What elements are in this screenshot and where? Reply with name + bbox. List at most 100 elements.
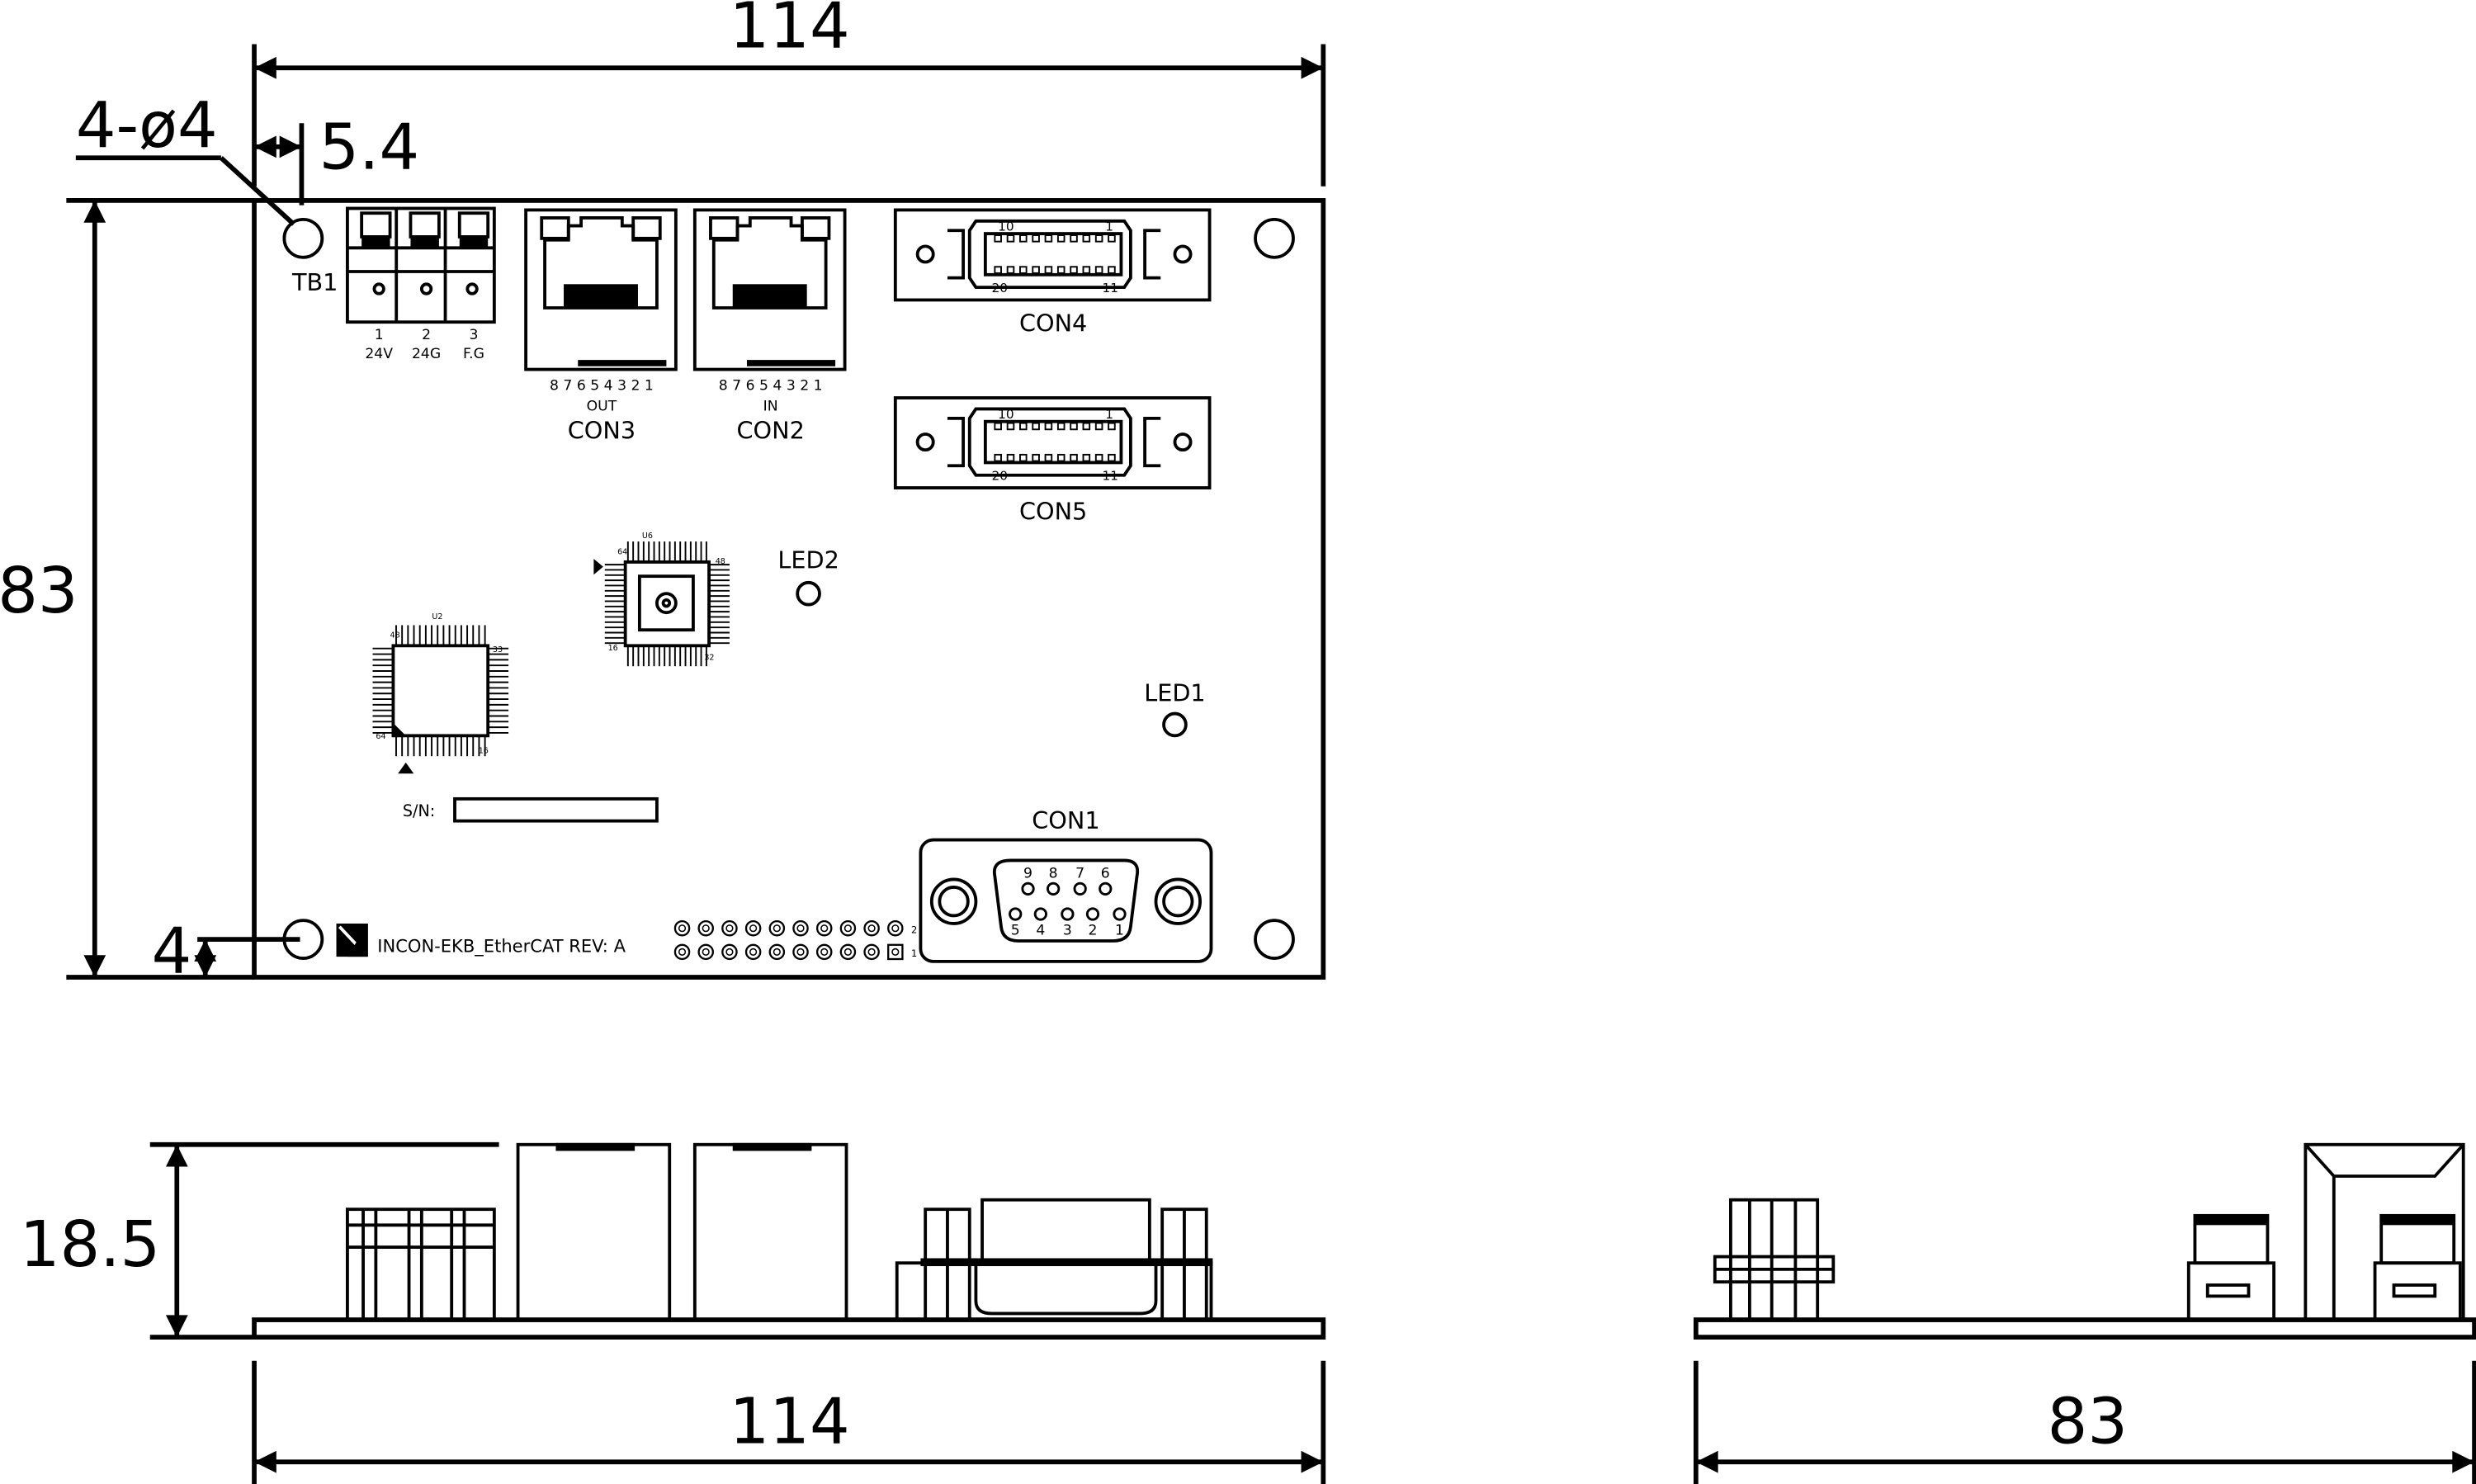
db9-pin-8: 8 — [1049, 865, 1058, 881]
led2-label: LED2 — [777, 546, 839, 574]
connector-pin — [1032, 453, 1040, 462]
header-pin-hole — [702, 948, 710, 956]
connector-pin — [1006, 422, 1015, 431]
db9-pin — [1073, 881, 1087, 896]
connector-pin — [1056, 422, 1066, 431]
u6-pin-64: 64 — [617, 547, 627, 556]
connector-pin — [1108, 422, 1116, 431]
u6-pin-32: 32 — [704, 654, 714, 663]
con5-pin-11: 11 — [1102, 468, 1118, 483]
header-pin-hole — [891, 924, 900, 933]
connector-pin — [1044, 234, 1053, 243]
header-pin-hole — [867, 924, 876, 933]
tb1-pin-name-fg: F.G — [463, 346, 484, 362]
led1: LED1 — [1144, 678, 1206, 738]
connector-con3-rj45: 8 7 6 5 4 3 2 1 OUT CON3 — [524, 208, 678, 445]
mounting-hole — [1254, 217, 1295, 259]
dimension-front-width-text: 114 — [730, 1385, 850, 1458]
header-pin — [697, 943, 714, 961]
connector-pin — [1019, 234, 1028, 243]
connector-pin — [1094, 422, 1103, 431]
u2-pin-48: 48 — [390, 631, 400, 640]
connector-pin — [1032, 266, 1040, 274]
header-pin-2: 2 — [911, 924, 917, 935]
connector-pin — [1019, 422, 1028, 431]
connector-pin — [1019, 266, 1028, 274]
db9-pin-1: 1 — [1115, 922, 1124, 938]
connector-pin — [1094, 453, 1103, 462]
tb1-pin-name-24g: 24G — [412, 346, 441, 362]
db9-pin-2: 2 — [1089, 922, 1098, 938]
header-pin-hole — [749, 924, 758, 933]
dimension-holes-text: 4-ø4 — [76, 89, 218, 163]
header-pin-hole — [843, 948, 853, 956]
board-outline — [252, 198, 1326, 980]
connector-pin — [1056, 234, 1066, 243]
header-pin — [697, 919, 714, 937]
dimension-front-width: 114 — [252, 1360, 1326, 1484]
header-pin — [673, 919, 691, 937]
db9-pin-9: 9 — [1023, 865, 1032, 881]
connector-pin — [1044, 453, 1053, 462]
chip-u6: U6 64 48 16 32 — [593, 532, 730, 667]
con4-pin-1: 1 — [1105, 219, 1113, 234]
mounting-hole — [282, 919, 324, 960]
dimension-hole-offset-y: 4 — [152, 915, 300, 988]
connector-pin — [1070, 453, 1078, 462]
connector-con2-rj45: 8 7 6 5 4 3 2 1 IN CON2 — [692, 208, 847, 445]
db9-pin-5: 5 — [1011, 922, 1020, 938]
u2-pin-64: 64 — [376, 732, 385, 741]
header-pin-hole — [796, 948, 805, 956]
u6-pin-16: 16 — [608, 644, 618, 653]
connector-pin — [1019, 453, 1028, 462]
header-pin-hole — [820, 948, 829, 956]
tb1-pin-name-24v: 24V — [365, 346, 393, 362]
connector-pin — [1070, 422, 1078, 431]
connector-pin — [1094, 266, 1103, 274]
header-pin — [721, 919, 738, 937]
db9-pin — [1021, 881, 1035, 896]
header-pin-hole — [796, 924, 805, 933]
con5-label: CON5 — [1019, 497, 1087, 525]
header-pin-hole — [749, 948, 758, 956]
tb1-label: TB1 — [291, 268, 338, 296]
con1-label: CON1 — [1032, 806, 1099, 834]
connector-pin — [994, 234, 1002, 243]
connector-pin — [1108, 266, 1116, 274]
connector-pin — [1006, 234, 1015, 243]
db9-pin — [1085, 907, 1100, 921]
front-view: 18.5 — [20, 1141, 1326, 1340]
dimension-height: 83 — [0, 198, 255, 980]
db9-pin-7: 7 — [1075, 865, 1084, 881]
header-pin-hole — [678, 948, 687, 956]
con2-sub-label: IN — [763, 398, 778, 414]
connector-pin — [1056, 453, 1066, 462]
con3-pin-numbers: 8 7 6 5 4 3 2 1 — [550, 377, 654, 394]
mounting-hole — [1254, 919, 1295, 960]
connector-pin — [1032, 234, 1040, 243]
dimension-top-width: 114 — [252, 0, 1326, 187]
header-pin-hole — [773, 924, 781, 933]
con4-pin-20: 20 — [992, 281, 1008, 295]
chip-u2: U2 48 33 64 16 — [372, 612, 509, 774]
connector-pin — [1070, 234, 1078, 243]
connector-pin — [994, 422, 1002, 431]
db9-pin-3: 3 — [1063, 922, 1072, 938]
dimension-hole-offset-y-text: 4 — [152, 915, 192, 988]
con2-pin-numbers: 8 7 6 5 4 3 2 1 — [719, 377, 823, 394]
terminal-block-tb1: TB1 1 2 3 24V 24G F.G — [291, 206, 496, 362]
con4-pin-10: 10 — [998, 219, 1014, 234]
board-logo — [336, 923, 368, 957]
con3-label: CON3 — [568, 417, 636, 445]
db9-pin-4: 4 — [1036, 922, 1045, 938]
con5-pin-10: 10 — [998, 407, 1014, 422]
header-pin — [863, 919, 880, 937]
db9-pin — [1061, 907, 1075, 921]
header-pin — [792, 943, 809, 961]
con4-pin-11: 11 — [1102, 281, 1118, 295]
header-pin-hole — [678, 924, 687, 933]
header-pin — [673, 943, 691, 961]
db9-pin — [1099, 881, 1113, 896]
u6-pin-48: 48 — [716, 557, 725, 566]
